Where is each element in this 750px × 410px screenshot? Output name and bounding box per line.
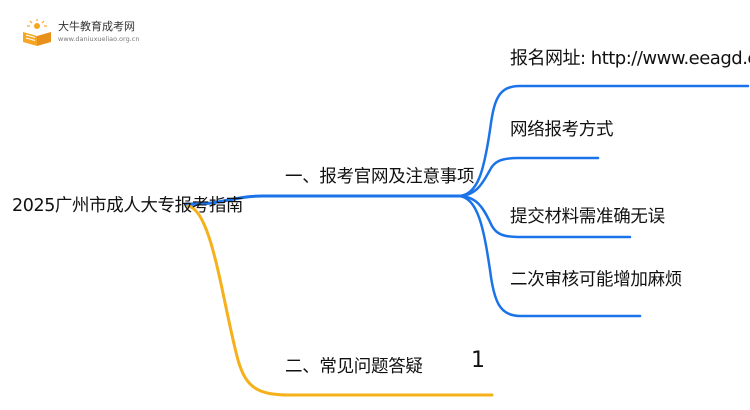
- branch-node-2: 二、常见问题答疑: [285, 357, 423, 377]
- logo-url: www.daniuxueliao.org.cn: [58, 35, 140, 43]
- connector-leaf-1: [456, 84, 750, 198]
- leaf-node-3: 提交材料需准确无误: [510, 207, 665, 227]
- book-logo-icon: [23, 19, 51, 46]
- leaf-node-1: 报名网址: http://www.eeagd.edu.cn/cr: [510, 48, 750, 69]
- connector-branch-1: [184, 194, 460, 206]
- connector-leaf-4: [456, 194, 642, 318]
- root-node: 2025广州市成人大专报考指南: [12, 196, 244, 216]
- connector-leaf-3: [456, 194, 632, 239]
- connector-leaf-2: [456, 156, 600, 198]
- logo-name: 大牛教育成考网: [58, 20, 135, 33]
- leaf-node-4: 二次审核可能增加麻烦: [510, 270, 682, 290]
- leaf-node-2: 网络报考方式: [510, 120, 614, 140]
- count-badge: 1: [471, 348, 485, 373]
- connector-branch-2: [186, 204, 494, 397]
- site-logo: 大牛教育成考网 www.daniuxueliao.org.cn: [18, 14, 168, 54]
- branch-node-1: 一、报考官网及注意事项: [285, 167, 475, 187]
